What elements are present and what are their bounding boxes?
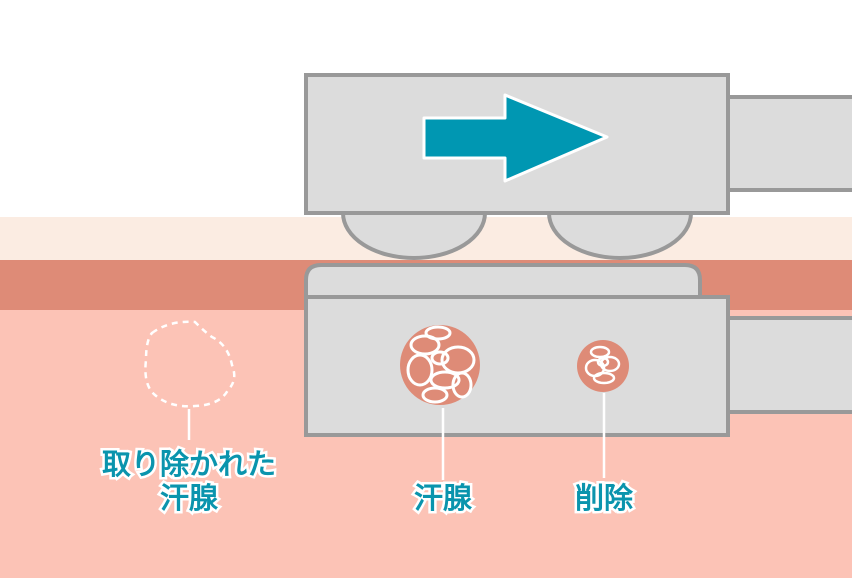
upper-device [304,73,852,260]
removed-gland-label-line1: 取り除かれた [102,447,276,481]
removed-gland-label-line2: 汗腺 [160,481,219,515]
arrow-right-icon [422,93,609,183]
lower-device-top-pad [304,263,702,300]
right-roller [546,211,694,260]
shrunken-gland [577,340,629,392]
lower-device-handle [726,316,852,414]
removed-gland-outline [144,320,236,408]
deleted-label: 削除 [575,481,634,515]
left-roller [340,211,488,260]
sweat-gland [400,325,480,405]
sweat-gland-label: 汗腺 [414,481,473,515]
upper-device-handle [726,95,852,192]
lower-device [304,263,852,437]
lower-device-body [304,295,730,437]
